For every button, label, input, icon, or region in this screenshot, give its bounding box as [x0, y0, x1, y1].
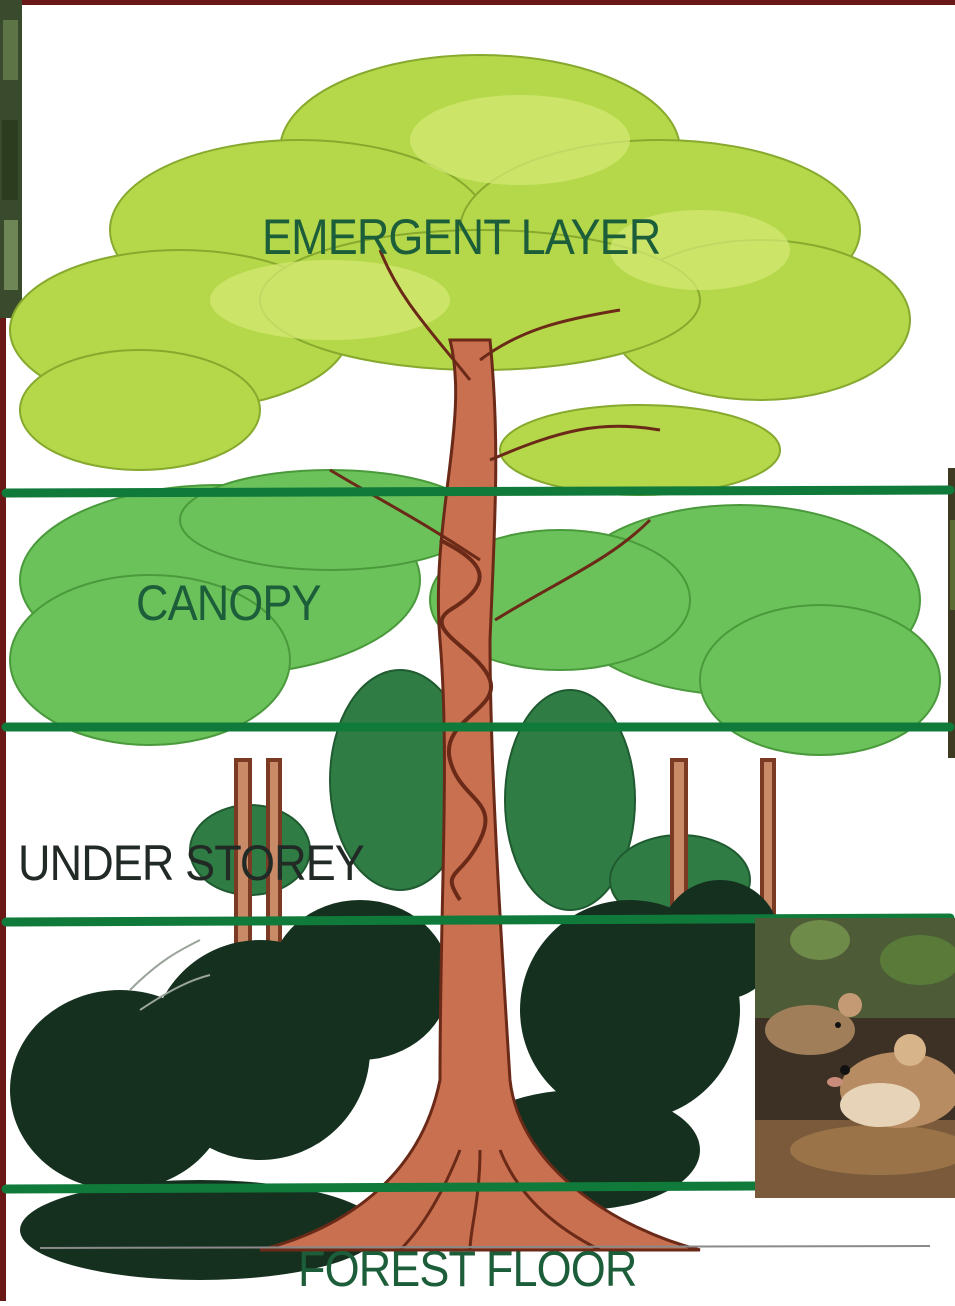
divider-floor-ground	[6, 1186, 755, 1189]
jungle-photo-right	[948, 468, 955, 758]
canopy-label: CANOPY	[136, 578, 321, 628]
jungle-photo-top-left	[0, 0, 22, 318]
top-frame-strip	[0, 0, 955, 5]
left-frame-strip	[0, 300, 6, 1301]
forest-floor-label: FOREST FLOOR	[298, 1244, 636, 1294]
divider-emergent-canopy	[6, 490, 950, 493]
understorey-label: UNDER STOREY	[18, 838, 364, 888]
mouse-photo	[755, 918, 955, 1198]
emergent-layer-label: EMERGENT LAYER	[262, 212, 660, 262]
